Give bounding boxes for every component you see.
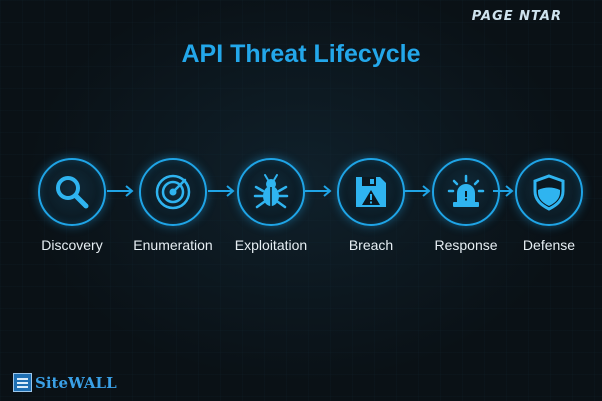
radar-icon xyxy=(155,174,191,210)
page-title: API Threat Lifecycle xyxy=(181,40,421,68)
step-discovery xyxy=(38,158,106,226)
sitewall-logo-icon xyxy=(13,373,32,392)
step-label-enumeration: Enumeration xyxy=(133,237,213,253)
magnifier-icon xyxy=(56,176,89,209)
arrow-icon xyxy=(208,185,235,197)
step-label-response: Response xyxy=(434,237,498,253)
floppy-warning-icon xyxy=(356,177,386,207)
shield-icon xyxy=(533,174,565,211)
footer-brand: SiteWALL xyxy=(13,373,117,392)
step-label-breach: Breach xyxy=(348,237,394,253)
brand-logo: PAGE NTAR xyxy=(471,9,562,24)
step-defense xyxy=(515,158,583,226)
step-exploitation xyxy=(237,158,305,226)
siren-icon xyxy=(447,174,485,207)
footer-logo-text: SiteWALL xyxy=(35,373,117,392)
step-label-discovery: Discovery xyxy=(41,237,103,253)
arrow-icon xyxy=(107,185,134,197)
arrow-icon xyxy=(493,185,514,197)
step-label-defense: Defense xyxy=(522,237,576,253)
arrow-icon xyxy=(305,185,332,197)
step-response xyxy=(432,158,500,226)
bug-icon xyxy=(253,174,289,209)
step-breach xyxy=(337,158,405,226)
step-enumeration xyxy=(139,158,207,226)
step-label-exploitation: Exploitation xyxy=(234,237,308,253)
arrow-icon xyxy=(404,185,431,197)
